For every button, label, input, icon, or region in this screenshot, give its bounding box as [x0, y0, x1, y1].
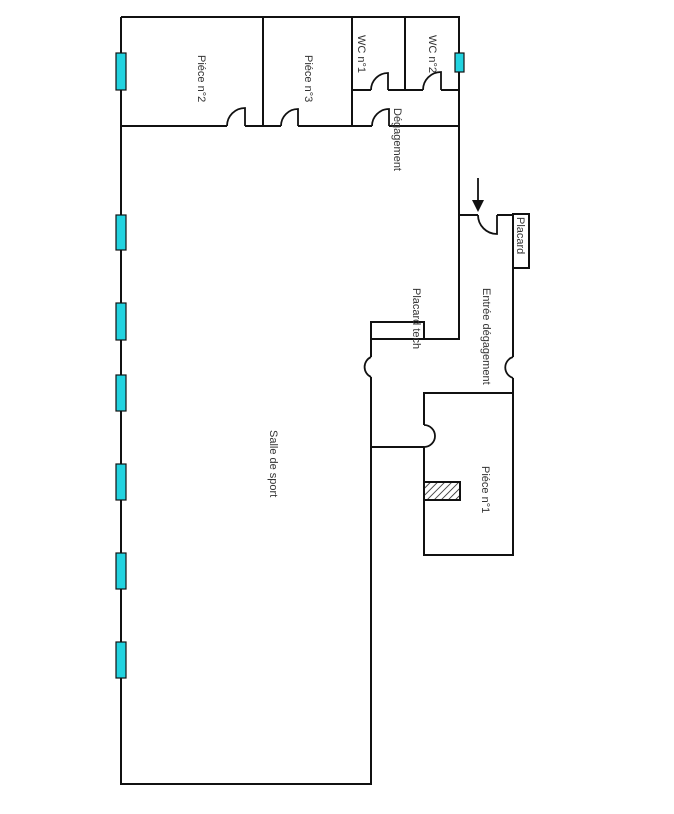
window: [115, 52, 127, 91]
door-piece1: [423, 424, 436, 448]
label-piece3: Piéce n°3: [302, 55, 314, 102]
door-wc1: [370, 72, 389, 91]
label-piece1: Piéce n°1: [479, 466, 491, 513]
window: [115, 374, 127, 412]
window: [115, 302, 127, 341]
window: [115, 641, 127, 679]
labels: Piéce n°2 Piéce n°3 WC n°1 WC n°2 Dégage…: [195, 35, 526, 513]
placard-tech: [370, 321, 425, 340]
door-wc2: [422, 71, 442, 91]
placard: [512, 213, 530, 269]
entrance-arrow-icon: [472, 178, 484, 212]
label-entree: Entrée dégagement: [480, 288, 492, 385]
door-piece3: [280, 108, 299, 127]
door-degagement: [371, 108, 390, 127]
label-wc2: WC n°2: [426, 35, 438, 73]
window: [115, 552, 127, 590]
label-salle: Salle de sport: [267, 430, 279, 497]
window: [115, 214, 127, 251]
window: [115, 463, 127, 501]
label-wc1: WC n°1: [355, 35, 367, 73]
door-entrance: [477, 214, 498, 235]
windows: [115, 52, 465, 679]
door-salle: [363, 356, 372, 378]
label-placard: Placard: [514, 217, 526, 254]
window: [454, 52, 465, 73]
label-placard-tech: Placard tech: [410, 288, 422, 349]
label-degagement: Dégagement: [391, 108, 403, 171]
hatched-column: [423, 481, 461, 501]
doors: [226, 71, 514, 448]
label-piece2: Piéce n°2: [195, 55, 207, 102]
walls: [120, 16, 514, 785]
door-entree-right: [504, 356, 514, 379]
door-piece2: [226, 107, 246, 127]
